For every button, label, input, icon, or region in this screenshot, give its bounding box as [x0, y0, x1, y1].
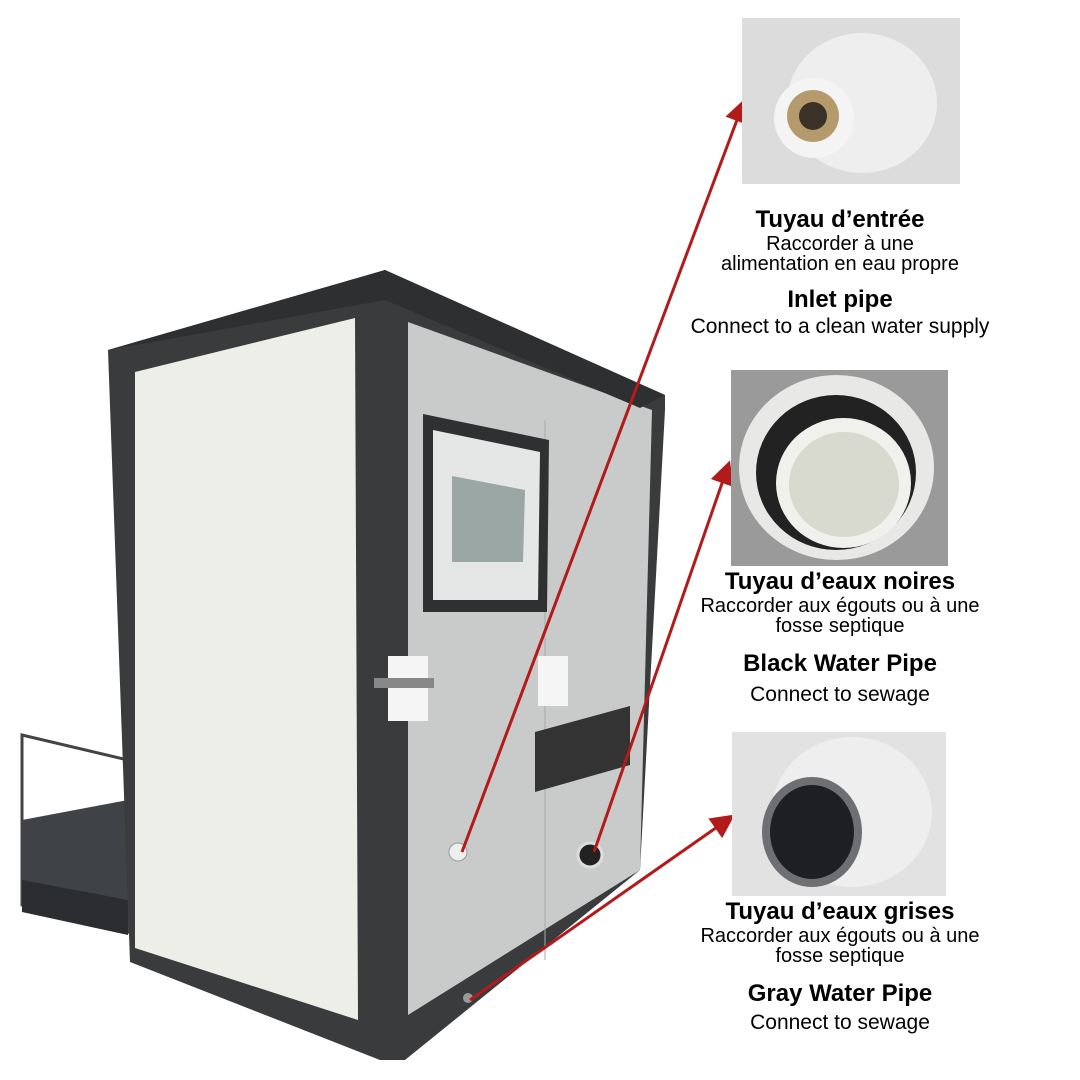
- gray-water-pipe-photo: [732, 732, 946, 896]
- callout-title-fr: Tuyau d’entrée: [755, 206, 925, 233]
- callout-title-fr: Tuyau d’eaux grises: [725, 898, 955, 925]
- callout-desc-en: Connect to sewage: [750, 683, 930, 706]
- inlet-pipe-photo: [742, 18, 960, 184]
- callout-desc-en: Connect to sewage: [750, 1011, 930, 1034]
- black-water-pipe-fitting: [576, 841, 604, 869]
- callout-inlet: Tuyau d’entrée Raccorder à une alimentat…: [630, 206, 1050, 340]
- callout-desc-fr: fosse septique: [775, 615, 905, 637]
- black-water-pipe-photo: [731, 370, 948, 566]
- callout-desc-fr: Raccorder aux égouts ou à une: [700, 595, 980, 617]
- left-panel: [135, 318, 358, 1020]
- callout-black-water: Tuyau d’eaux noires Raccorder aux égouts…: [630, 568, 1050, 708]
- arrow-gray-water: [469, 814, 735, 1002]
- callout-title-en: Gray Water Pipe: [747, 980, 933, 1007]
- callout-title-fr: Tuyau d’eaux noires: [724, 568, 956, 595]
- hinge-2: [538, 656, 568, 706]
- callout-title-en: Black Water Pipe: [743, 650, 937, 677]
- arrow-inlet: [460, 98, 748, 853]
- callout-title-en: Inlet pipe: [787, 286, 893, 313]
- cabin: [108, 270, 665, 1060]
- callout-desc-en: Connect to a clean water supply: [690, 315, 990, 338]
- side-platform: [20, 733, 130, 935]
- callout-desc-fr: Raccorder à une: [766, 233, 914, 255]
- callout-arrows: [460, 98, 748, 1002]
- vent-plate: [535, 706, 630, 792]
- arrow-black-water: [592, 460, 734, 853]
- hinge-1: [388, 656, 428, 721]
- callout-gray-water: Tuyau d’eaux grises Raccorder aux égouts…: [630, 898, 1050, 1036]
- callout-desc-fr: Raccorder aux égouts ou à une: [700, 925, 980, 947]
- window: [423, 414, 549, 612]
- callout-desc-fr: alimentation en eau propre: [721, 253, 959, 275]
- callout-desc-fr: fosse septique: [775, 945, 905, 967]
